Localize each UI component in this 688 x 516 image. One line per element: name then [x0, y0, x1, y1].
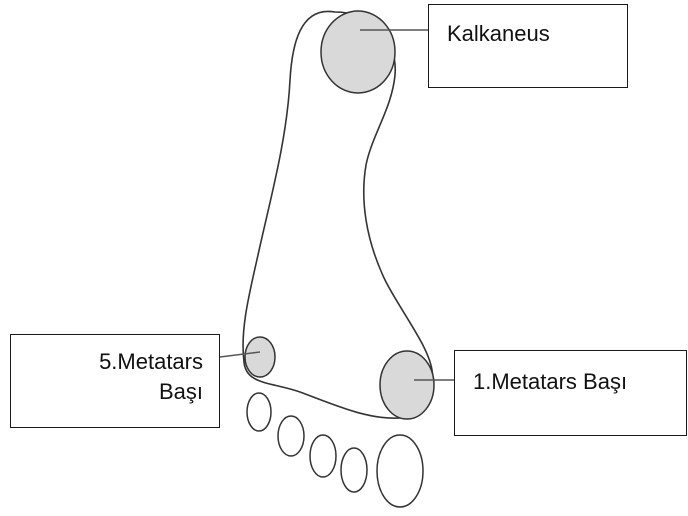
fifth-metatarsal-label-line1: 5.Metatars: [11, 347, 203, 377]
first-metatarsal-pressure-area: [380, 351, 434, 419]
kalkaneus-label: Kalkaneus: [447, 21, 550, 46]
toe-5: [247, 393, 271, 431]
kalkaneus-label-box: Kalkaneus: [428, 4, 628, 88]
toe-4: [278, 416, 304, 456]
fifth-metatarsal-label-box: 5.Metatars Başı: [10, 334, 220, 428]
toe-3: [310, 435, 336, 477]
fifth-metatarsal-label-line2: Başı: [11, 377, 203, 407]
toe-1-big: [377, 435, 423, 507]
first-metatarsal-label-box: 1.Metatars Başı: [454, 350, 687, 436]
first-metatarsal-label: 1.Metatars Başı: [473, 369, 627, 394]
toe-2: [341, 448, 367, 492]
calcaneus-pressure-area: [321, 11, 395, 93]
fifth-metatarsal-pressure-area: [245, 337, 275, 377]
